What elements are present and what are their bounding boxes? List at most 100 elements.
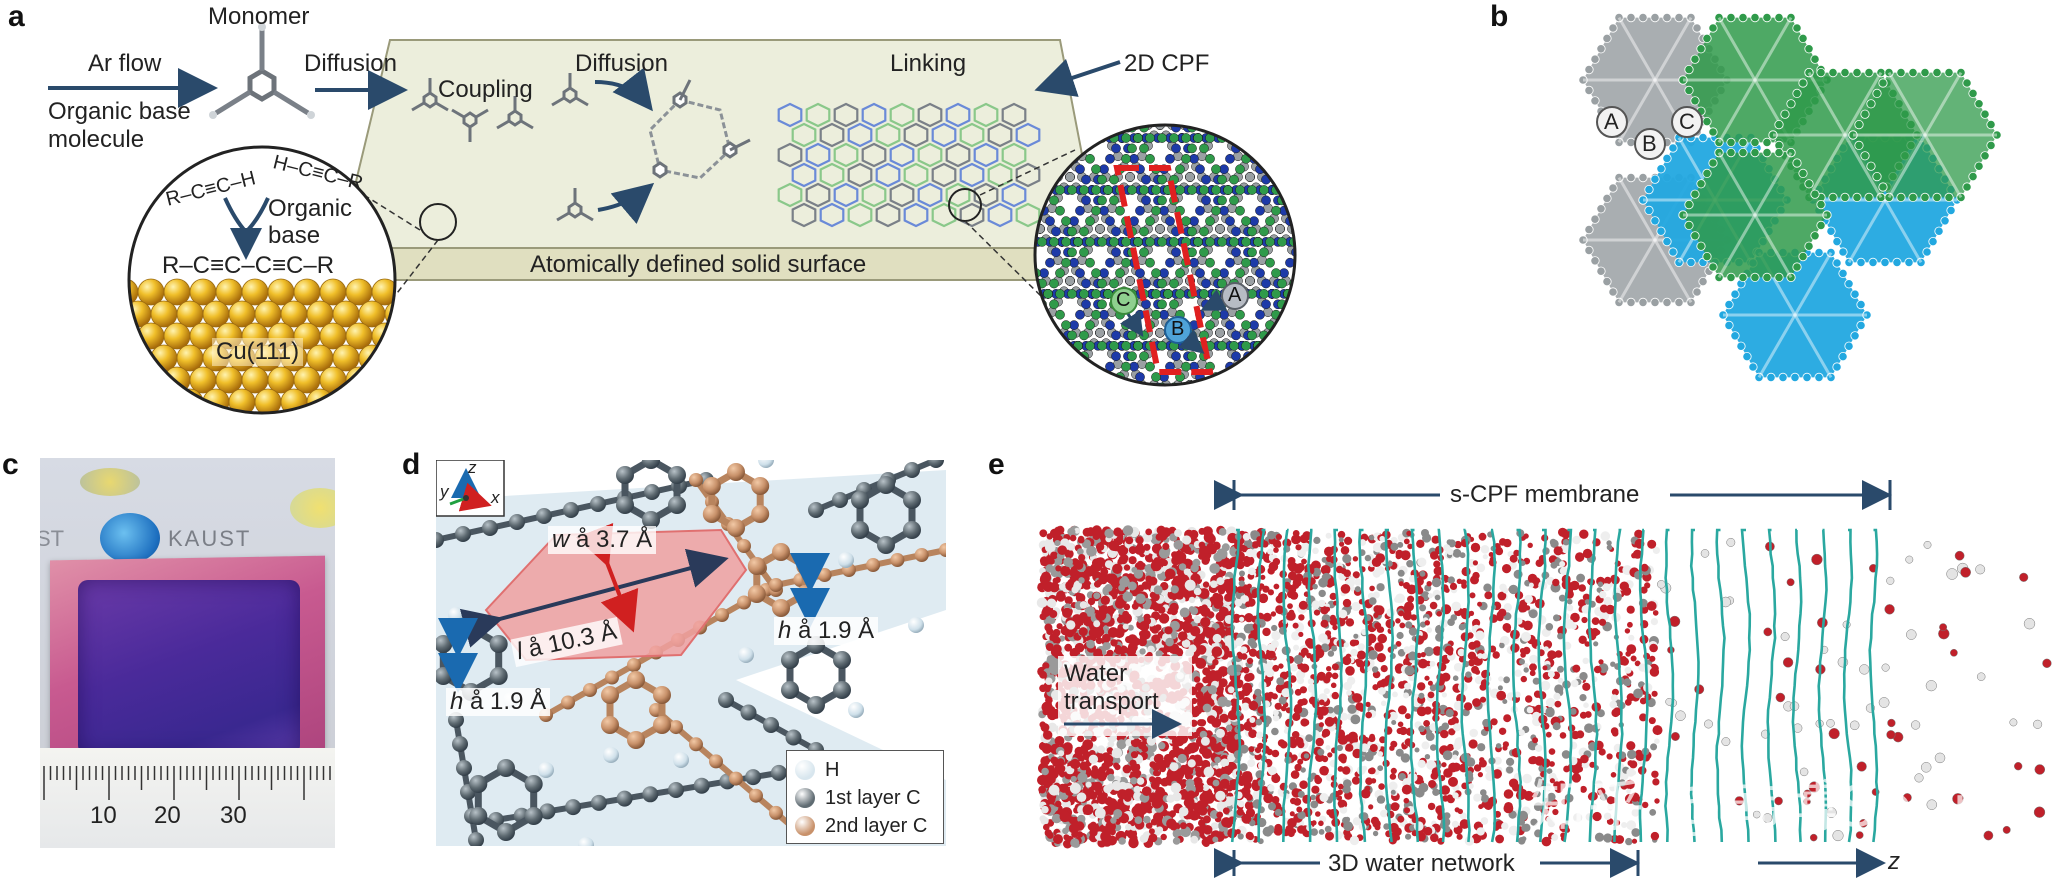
cu-atom [345, 322, 373, 350]
lattice-atom [1329, 276, 1338, 285]
lattice-atom [1365, 276, 1374, 285]
lattice-atom [1357, 133, 1366, 142]
lattice-atom [1211, 268, 1221, 278]
lattice-atom [1297, 237, 1306, 246]
lattice-atom [1321, 133, 1330, 142]
lattice-atom [1321, 300, 1330, 309]
lattice-atom [1305, 276, 1314, 285]
cpf-ring [917, 102, 943, 128]
ring-atom [702, 505, 721, 523]
lattice-atom [1257, 359, 1267, 369]
lattice-atom [1119, 17, 1128, 26]
lattice-atom [975, 17, 984, 26]
lattice-atom [1379, 393, 1388, 402]
lattice-atom [1213, 71, 1222, 80]
lattice-atom [1199, 81, 1208, 90]
tiling-atom [1590, 96, 1600, 106]
left-magnifier [129, 147, 395, 413]
lattice-atom [1109, 92, 1118, 101]
lattice-atom [1195, 102, 1204, 111]
lattice-atom [1091, 205, 1101, 216]
tiling-atom [1686, 257, 1696, 267]
lattice-atom [1023, 411, 1032, 420]
lattice-atom [905, 29, 914, 38]
lattice-atom [1211, 289, 1221, 299]
lattice-atom [1011, 328, 1020, 337]
lattice-atom [1361, 29, 1370, 38]
lattice-atom [1403, 185, 1412, 194]
tiling-site-a: A [1604, 109, 1619, 134]
lattice-atom [1299, 58, 1308, 67]
lattice-atom [1267, 393, 1276, 402]
lattice-atom [1021, 404, 1030, 413]
tiling-atom [1774, 272, 1784, 282]
lattice-atom [1343, 289, 1352, 298]
lattice-atom [1367, 227, 1376, 236]
ring-atom [727, 519, 745, 537]
lattice-atom [1323, 120, 1332, 129]
lattice-atom [1425, 276, 1434, 285]
lattice-atom [1251, 369, 1261, 380]
lattice-atom [1235, 81, 1244, 90]
lattice-atom [969, 27, 978, 36]
lattice-atom [975, 328, 984, 337]
lattice-atom [1133, 237, 1143, 247]
lattice-atom [1233, 68, 1242, 77]
ring-atom [462, 619, 480, 637]
lattice-atom [1041, 27, 1050, 36]
tiling-atom [1644, 205, 1654, 215]
lattice-atom [1195, 205, 1205, 216]
lattice-atom [1033, 404, 1042, 413]
cpf-ring [959, 122, 985, 148]
lattice-atom [975, 328, 984, 337]
lattice-atom [1391, 185, 1400, 194]
lattice-atom [1139, 40, 1148, 49]
lattice-atom [1203, 17, 1212, 26]
lattice-atom [995, 372, 1004, 381]
tiling-atom [1850, 331, 1860, 341]
lattice-atom [1127, 351, 1137, 362]
carbon-atom [737, 539, 751, 553]
ring-atom [772, 599, 790, 617]
lattice-atom [1387, 289, 1396, 298]
lattice-atom [1083, 37, 1092, 46]
lattice-atom [1115, 102, 1124, 111]
lattice-atom [1147, 81, 1156, 90]
lattice-atom [1151, 393, 1160, 402]
lattice-atom [1299, 120, 1308, 129]
lattice-atom [1417, 341, 1426, 350]
ring-atom [781, 651, 799, 669]
lattice-atom [1363, 123, 1372, 132]
lattice-atom [1401, 172, 1410, 181]
lattice-atom [1353, 172, 1362, 181]
lattice-atom [1179, 79, 1188, 88]
lattice-atom [1369, 50, 1378, 59]
ring-atom [727, 463, 745, 481]
cu-atom [319, 278, 347, 306]
lattice-atom [1143, 411, 1152, 420]
tiling-atom [1908, 68, 1918, 78]
lattice-atom [1275, 327, 1285, 338]
tiling-atom [1762, 272, 1772, 282]
lattice-atom [1297, 341, 1306, 350]
lattice-atom [1125, 276, 1135, 286]
lattice-atom [1247, 81, 1256, 90]
lattice-atom [1349, 383, 1358, 392]
lattice-atom [1315, 310, 1324, 319]
lattice-atom [983, 289, 992, 298]
lattice-atom [1153, 29, 1162, 38]
lattice-atom [1287, 17, 1296, 26]
lattice-atom [1009, 424, 1018, 433]
lattice-atom [1245, 276, 1255, 286]
lattice-atom [1343, 185, 1352, 194]
tiling-atom [1934, 226, 1944, 236]
h-dimension-label-right: h å 1.9 Å [774, 617, 879, 645]
lattice-atom [1319, 227, 1328, 236]
lattice-atom [1235, 309, 1245, 320]
lattice-atom [1045, 424, 1054, 433]
lattice-atom [1305, 380, 1314, 389]
lattice-atom [1187, 143, 1197, 154]
lattice-atom [973, 341, 982, 350]
ring-atom [627, 671, 645, 689]
lattice-atom [1077, 89, 1086, 98]
